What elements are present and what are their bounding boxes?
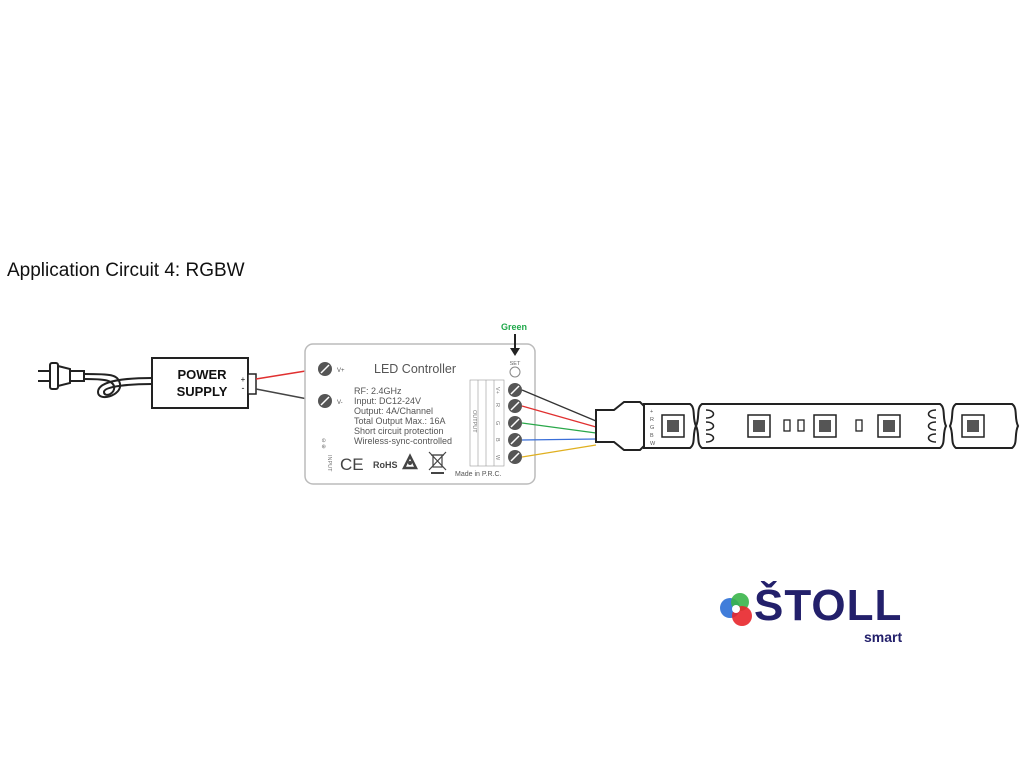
led-chip-icon <box>961 414 985 438</box>
power-supply-label-2: SUPPLY <box>177 384 228 399</box>
power-supply-label-1: POWER <box>177 367 227 382</box>
strip-pin-label: G <box>650 425 654 431</box>
wire-out-white <box>521 444 597 458</box>
led-strip-segment <box>694 403 948 449</box>
spec-line: Total Output Max.: 16A <box>354 416 446 426</box>
resistor-icon <box>797 419 805 432</box>
led-strip-segment <box>948 403 1020 449</box>
ps-minus-sign: - <box>242 383 245 393</box>
output-terminal-icon <box>508 383 522 397</box>
input-side-label: INPUT <box>326 455 332 472</box>
output-terminal-label: W <box>494 455 500 461</box>
resistor-icon <box>855 419 863 432</box>
made-in-label: Made in P.R.C. <box>455 471 502 478</box>
output-terminal-icon <box>508 433 522 447</box>
output-terminal-icon <box>508 416 522 430</box>
output-terminal-label: V+ <box>494 387 500 394</box>
input-vplus-label: V+ <box>337 368 345 374</box>
spec-line: Wireless-sync-controlled <box>354 436 452 446</box>
spec-line: RF: 2.4GHz <box>354 386 402 396</box>
logo-subtitle: smart <box>864 629 903 645</box>
wire-out-vplus <box>521 389 597 422</box>
recycle-icon <box>401 453 419 470</box>
spec-line: Input: DC12-24V <box>354 396 421 406</box>
resistor-icon <box>783 419 791 432</box>
led-controller: LED Controller V+ V- RF: 2.4GHz Input: D… <box>304 343 536 485</box>
input-vminus-label: V- <box>337 400 343 406</box>
power-plug-icon <box>38 362 85 390</box>
output-terminal-label: R <box>494 403 500 407</box>
arrow-down-icon <box>510 334 520 356</box>
rgb-circles-logo-icon <box>720 593 752 626</box>
led-chip-icon <box>747 414 771 438</box>
led-strip-segment: + R G B W <box>643 403 698 449</box>
spec-line: Output: 4A/Channel <box>354 406 433 416</box>
spec-line: Short circuit protection <box>354 426 444 436</box>
output-label-block <box>469 379 505 467</box>
input-terminal-vplus-icon <box>318 362 332 376</box>
output-terminal-icon <box>508 399 522 413</box>
set-label: SET <box>510 361 521 367</box>
power-cable <box>83 373 153 399</box>
rohs-mark: RoHS <box>373 460 398 470</box>
solder-pad-icon <box>705 409 937 443</box>
strip-connector <box>595 401 645 451</box>
controller-title: LED Controller <box>374 362 456 376</box>
ce-mark: CE <box>340 455 364 474</box>
indicator-label: Green <box>501 322 527 332</box>
input-terminal-vminus-icon <box>318 394 332 408</box>
wire-out-blue <box>521 438 597 441</box>
set-button[interactable] <box>509 366 521 378</box>
led-chip-icon <box>813 414 837 438</box>
ps-plus-sign: + <box>241 375 246 384</box>
strip-pin-label: B <box>650 433 654 439</box>
page-title: Application Circuit 4: RGBW <box>7 260 245 281</box>
power-supply: POWER SUPPLY + - <box>151 357 257 409</box>
logo-wordmark: ŠTOLL <box>754 581 903 630</box>
stoll-smart-logo: ŠTOLL smart <box>718 584 928 648</box>
output-side-label: OUTPUT <box>471 410 477 433</box>
input-side-symbols: ⊖ ⊕ <box>320 438 326 449</box>
wire-out-red <box>521 405 597 428</box>
output-terminal-label: G <box>494 421 500 425</box>
output-terminal-icon <box>508 450 522 464</box>
led-chip-icon <box>661 414 685 438</box>
output-terminal-label: B <box>494 438 500 442</box>
led-chip-icon <box>877 414 901 438</box>
strip-pin-label: W <box>650 441 656 447</box>
crossed-bin-icon <box>428 451 447 474</box>
strip-pin-label: R <box>650 417 654 423</box>
strip-pin-label: + <box>650 409 653 415</box>
wire-out-green <box>521 422 597 434</box>
